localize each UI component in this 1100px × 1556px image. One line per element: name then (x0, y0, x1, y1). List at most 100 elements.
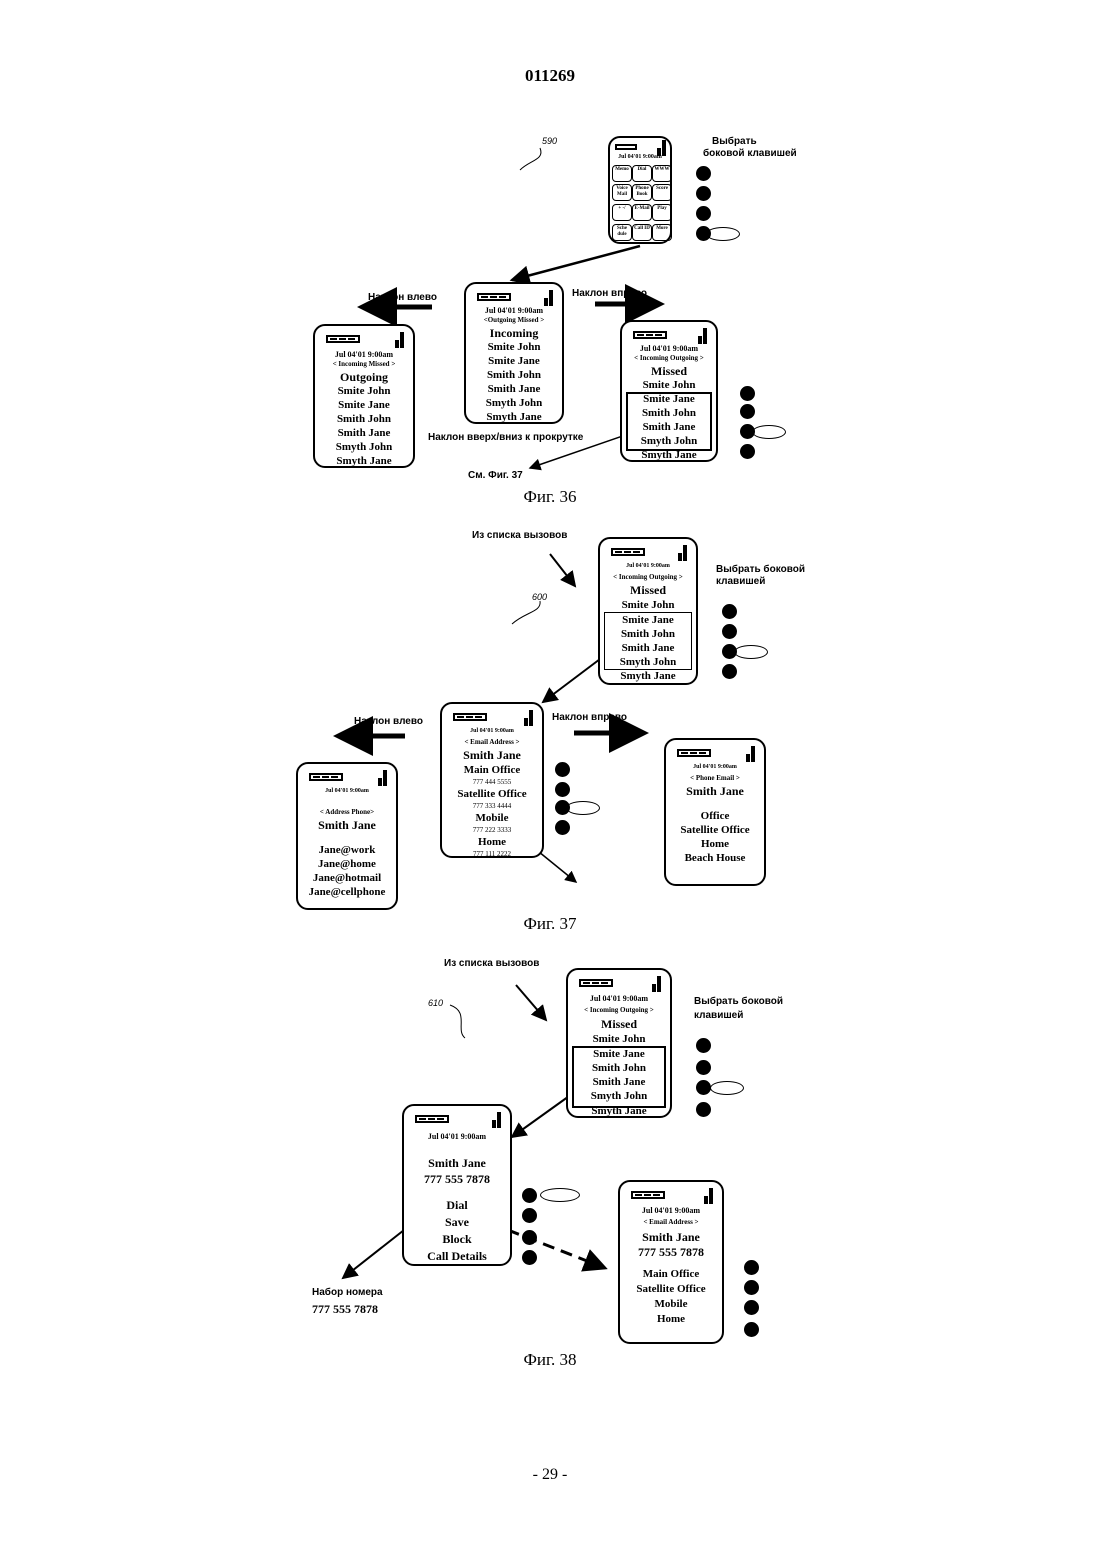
key-voice-mail[interactable]: Voice Mail (612, 184, 632, 201)
side-key-2[interactable] (696, 1060, 711, 1075)
phone-label[interactable]: Main Office (442, 764, 542, 776)
email-item[interactable]: Jane@hotmail (298, 872, 396, 884)
side-key-4[interactable] (744, 1322, 759, 1337)
tab-nav[interactable]: <Outgoing Missed > (466, 316, 562, 324)
key-score[interactable]: Score (652, 184, 672, 201)
list-item[interactable]: Smite John (466, 341, 562, 353)
list-item[interactable]: Smith Jane (622, 421, 716, 433)
tab-nav[interactable]: < Phone Email > (666, 774, 764, 782)
tab-nav[interactable]: < Incoming Outgoing > (568, 1006, 670, 1014)
side-key-4[interactable] (555, 820, 570, 835)
list-item[interactable]: Smite Jane (622, 393, 716, 405)
tab-nav[interactable]: < Incoming Outgoing > (622, 354, 716, 362)
list-item[interactable]: Smyth Jane (600, 670, 696, 682)
side-key-2[interactable] (522, 1208, 537, 1223)
side-key-3[interactable] (522, 1230, 537, 1245)
email-item[interactable]: Jane@work (298, 844, 396, 856)
select-side-key-label-1: Выбрать боковой (694, 996, 783, 1007)
list-item[interactable]: Smith Jane (315, 427, 413, 439)
block-action[interactable]: Block (404, 1232, 510, 1247)
side-key-1[interactable] (722, 604, 737, 619)
key-dial[interactable]: Dial (632, 165, 652, 182)
location-item[interactable]: Home (620, 1313, 722, 1325)
side-key-4[interactable] (696, 1102, 711, 1117)
battery-icon (677, 749, 711, 757)
key-memo[interactable]: Memo (612, 165, 632, 182)
side-key-4[interactable] (522, 1250, 537, 1265)
list-item[interactable]: Smite Jane (315, 399, 413, 411)
side-key-2[interactable] (722, 624, 737, 639)
dial-action[interactable]: Dial (404, 1198, 510, 1213)
key-symbols[interactable]: + -/ (612, 204, 632, 221)
side-key-1[interactable] (696, 166, 711, 181)
list-item[interactable]: Smith John (600, 628, 696, 640)
tab-nav[interactable]: < Email Address > (442, 738, 542, 746)
side-key-1[interactable] (522, 1188, 537, 1203)
tab-nav[interactable]: < Incoming Outgoing > (600, 573, 696, 581)
list-item[interactable]: Smyth Jane (622, 449, 716, 461)
list-item[interactable]: Smith John (315, 413, 413, 425)
list-item[interactable]: Smite Jane (568, 1048, 670, 1060)
call-details-action[interactable]: Call Details (404, 1249, 510, 1264)
email-item[interactable]: Jane@home (298, 858, 396, 870)
key-phone-book[interactable]: Phone Book (632, 184, 652, 201)
side-key-2[interactable] (696, 186, 711, 201)
key-play[interactable]: Play (652, 204, 672, 221)
side-key-1[interactable] (744, 1260, 759, 1275)
list-item[interactable]: Smith John (466, 369, 562, 381)
tab-nav[interactable]: < Incoming Missed > (315, 360, 413, 368)
address-item[interactable]: Office (666, 810, 764, 822)
list-item[interactable]: Smite Jane (600, 614, 696, 626)
phone-label[interactable]: Satellite Office (442, 788, 542, 800)
side-key-2[interactable] (744, 1280, 759, 1295)
location-item[interactable]: Mobile (620, 1298, 722, 1310)
phone-label[interactable]: Home (442, 836, 542, 848)
key-www[interactable]: WWW (652, 165, 672, 182)
side-key-3[interactable] (696, 206, 711, 221)
list-item[interactable]: Smite John (622, 379, 716, 391)
location-item[interactable]: Main Office (620, 1268, 722, 1280)
battery-icon (477, 293, 511, 301)
list-item[interactable]: Smith Jane (568, 1076, 670, 1088)
save-action[interactable]: Save (404, 1215, 510, 1230)
select-side-key-label-2: боковой клавишей (703, 148, 797, 159)
side-key-1[interactable] (555, 762, 570, 777)
address-item[interactable]: Satellite Office (666, 824, 764, 836)
key-call-id[interactable]: Call ID (632, 224, 652, 241)
list-item[interactable]: Smyth John (600, 656, 696, 668)
side-key-3[interactable] (744, 1300, 759, 1315)
phone-label[interactable]: Mobile (442, 812, 542, 824)
list-item[interactable]: Smyth John (315, 441, 413, 453)
list-item[interactable]: Smyth John (466, 397, 562, 409)
location-item[interactable]: Satellite Office (620, 1283, 722, 1295)
side-key-1[interactable] (696, 1038, 711, 1053)
list-item[interactable]: Smyth John (568, 1090, 670, 1102)
list-item[interactable]: Smith John (622, 407, 716, 419)
side-key-2[interactable] (740, 404, 755, 419)
list-item[interactable]: Smyth Jane (568, 1105, 670, 1117)
list-item[interactable]: Smith Jane (466, 383, 562, 395)
list-item[interactable]: Smyth John (622, 435, 716, 447)
list-item[interactable]: Smite John (600, 599, 696, 611)
side-key-2[interactable] (555, 782, 570, 797)
signal-icon (745, 746, 755, 762)
side-key-4[interactable] (722, 664, 737, 679)
key-more[interactable]: More (652, 224, 672, 241)
side-key-4[interactable] (740, 444, 755, 459)
address-item[interactable]: Home (666, 838, 764, 850)
key-schedule[interactable]: Sche dule (612, 224, 632, 241)
list-item[interactable]: Smyth Jane (466, 411, 562, 423)
list-item[interactable]: Smith John (568, 1062, 670, 1074)
tab-nav[interactable]: < Address Phone> (298, 808, 396, 816)
list-item[interactable]: Smith Jane (600, 642, 696, 654)
list-item[interactable]: Smite John (315, 385, 413, 397)
key-email[interactable]: E-Mail (632, 204, 652, 221)
email-item[interactable]: Jane@cellphone (298, 886, 396, 898)
address-item[interactable]: Beach House (666, 852, 764, 864)
side-key-3[interactable] (696, 1080, 711, 1095)
side-key-1[interactable] (740, 386, 755, 401)
list-item[interactable]: Smyth Jane (315, 455, 413, 467)
list-item[interactable]: Smite John (568, 1033, 670, 1045)
list-item[interactable]: Smite Jane (466, 355, 562, 367)
tab-nav[interactable]: < Email Address > (620, 1218, 722, 1226)
